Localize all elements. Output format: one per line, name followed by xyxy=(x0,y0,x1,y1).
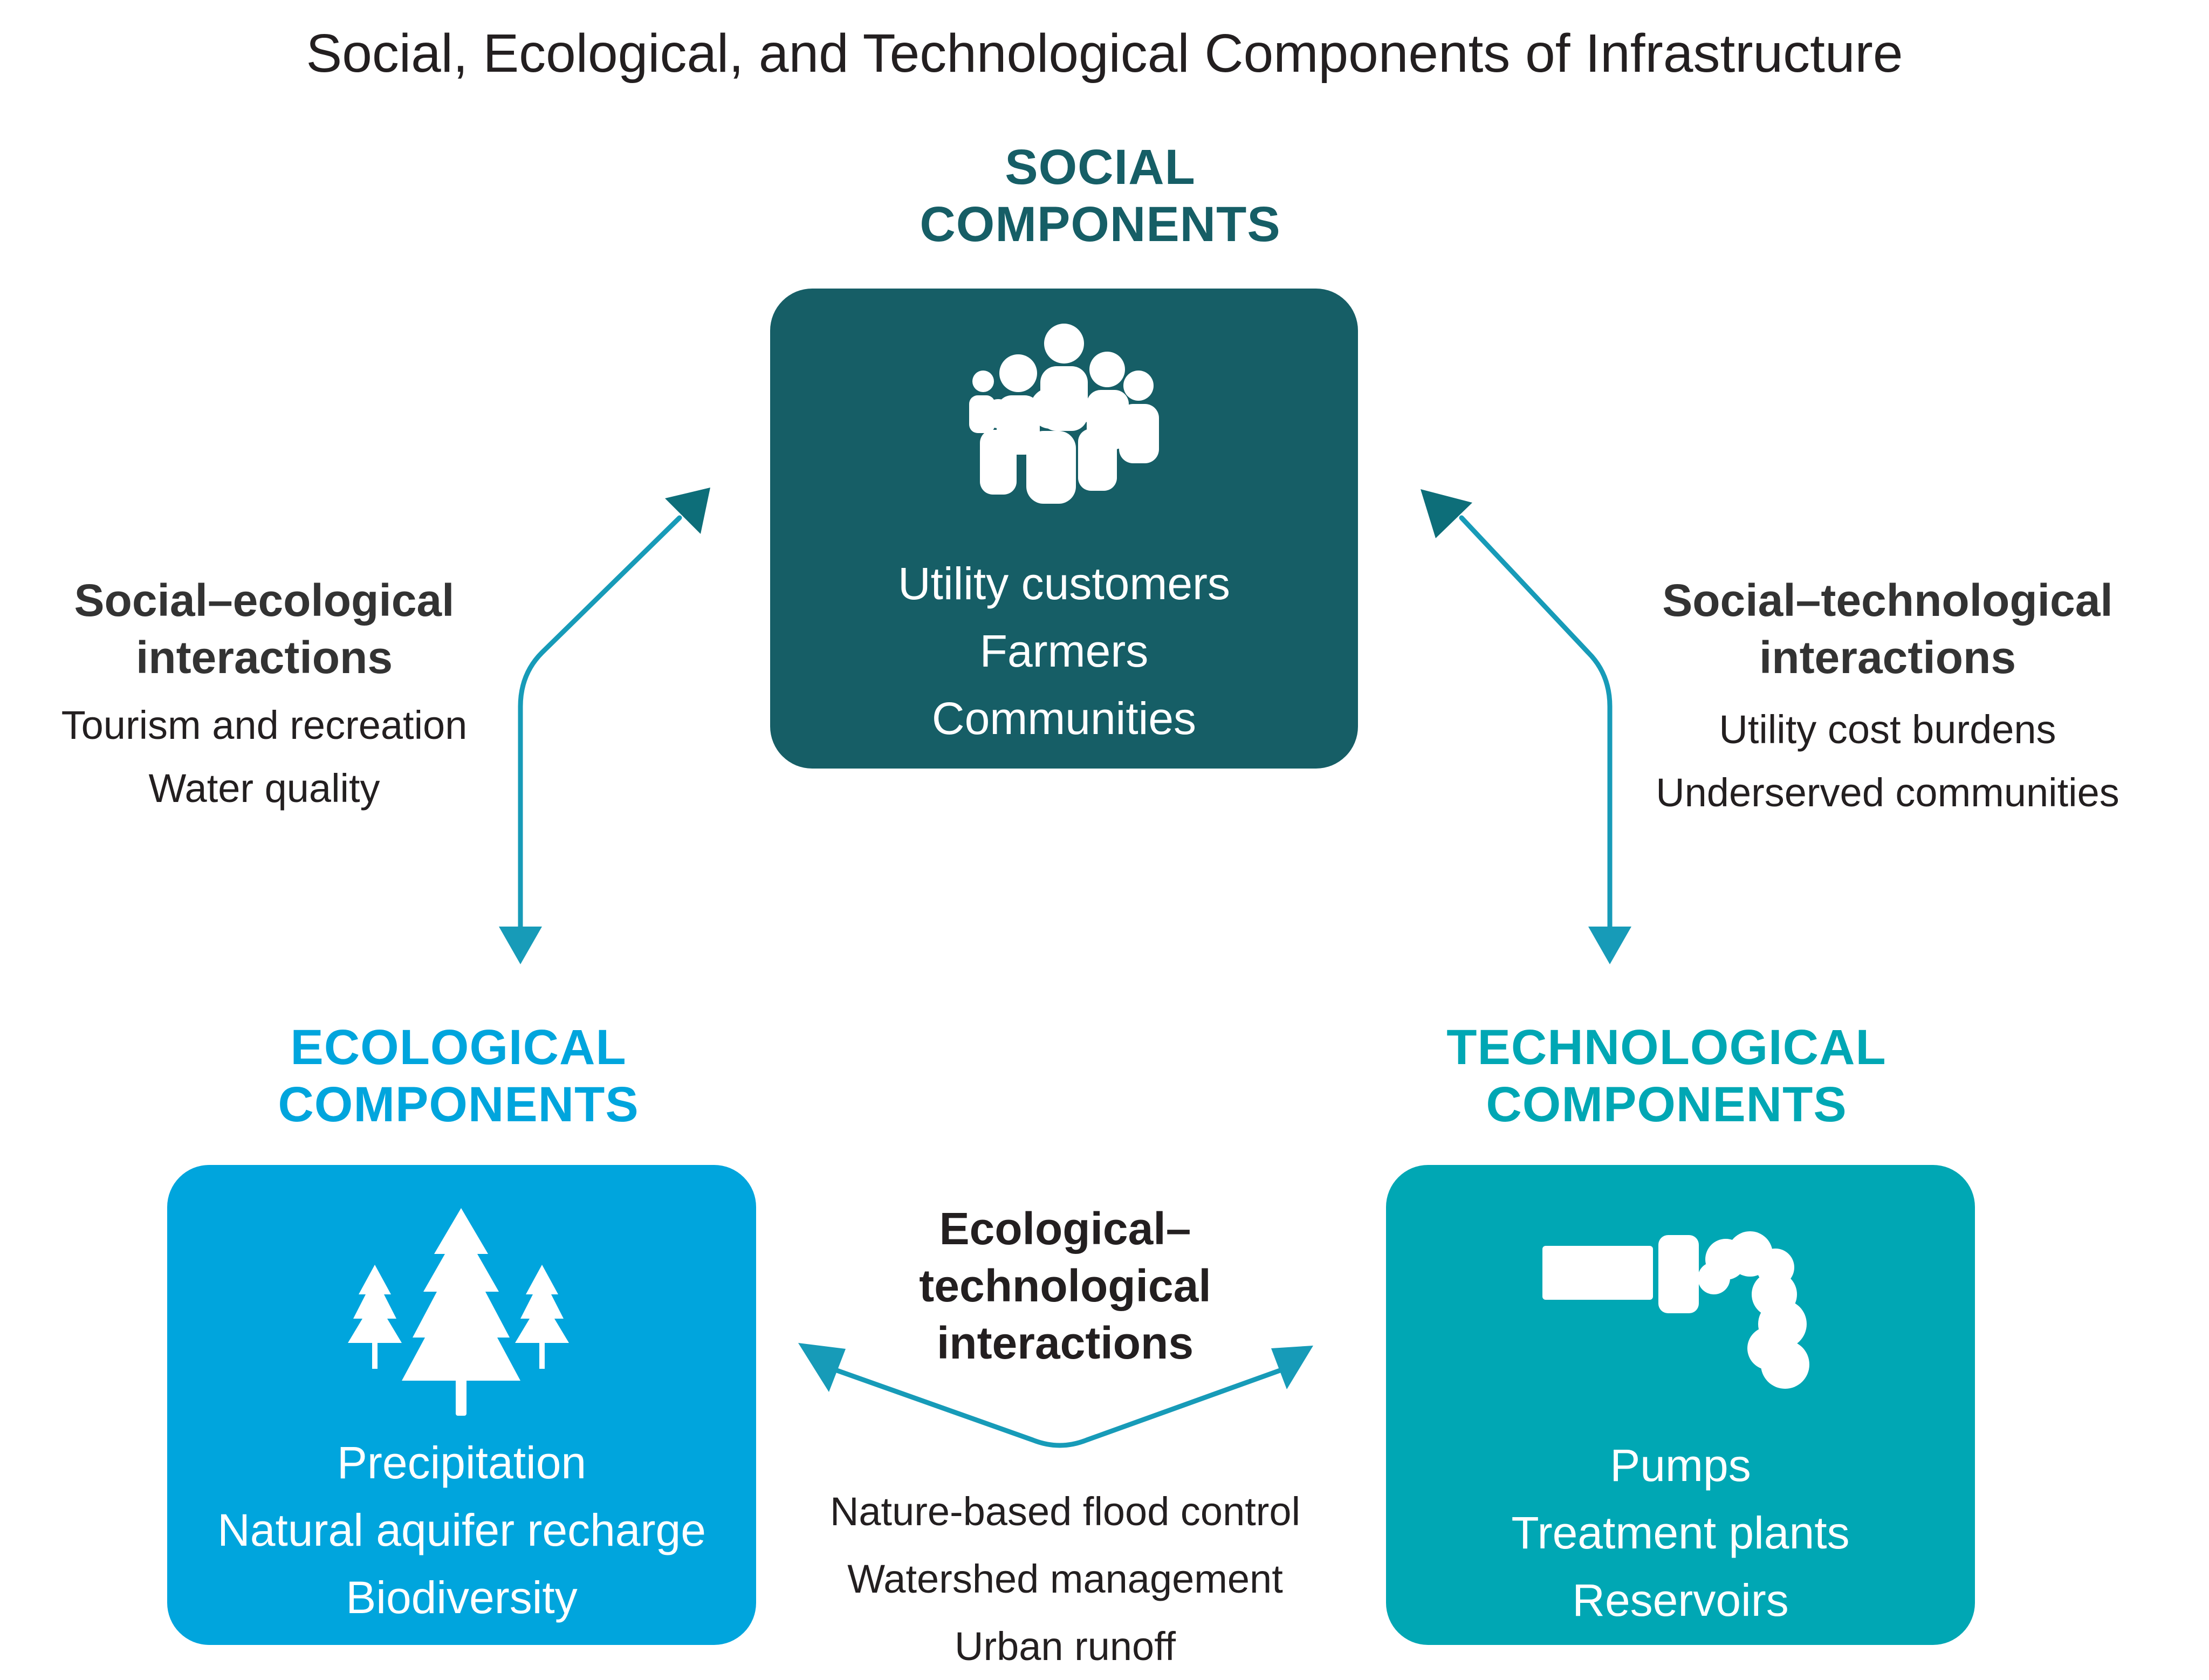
technological-item-treatment-plants: Treatment plants xyxy=(1511,1507,1850,1558)
social-technological-title-line-1: Social–technological xyxy=(1662,575,2113,626)
social-ecological-title-line-2: interactions xyxy=(135,632,393,683)
ecological-components-box: Precipitation Natural aquifer recharge B… xyxy=(167,1165,756,1645)
social-item-utility-customers: Utility customers xyxy=(897,558,1231,609)
social-technological-item-cost-burdens: Utility cost burdens xyxy=(1719,707,2056,752)
social-heading-line-1: SOCIAL xyxy=(1005,140,1196,195)
ecological-technological-title-line-2: technological xyxy=(919,1260,1211,1311)
technological-heading-line-2: COMPONENTS xyxy=(1486,1076,1847,1132)
ecological-technological-interactions: Ecological– technological interactions xyxy=(793,1200,1337,1372)
social-heading-line-2: COMPONENTS xyxy=(920,196,1281,252)
ecological-heading-line-1: ECOLOGICAL xyxy=(290,1020,627,1075)
technological-heading: TECHNOLOGICAL COMPONENTS xyxy=(1386,1019,1947,1134)
ecological-item-natural-aquifer-recharge: Natural aquifer recharge xyxy=(217,1505,706,1555)
ecological-item-precipitation: Precipitation xyxy=(337,1437,587,1488)
social-technological-arrow-line xyxy=(1459,515,1613,933)
social-technological-items: Utility cost burdens Underserved communi… xyxy=(1634,698,2141,824)
social-ecological-items: Tourism and recreation Water quality xyxy=(22,694,507,820)
social-ecological-item-tourism: Tourism and recreation xyxy=(61,703,468,748)
social-ecological-title-line-1: Social–ecological xyxy=(74,575,455,626)
arrowhead-ecological-from-technological xyxy=(798,1343,846,1392)
people-group-icon xyxy=(969,324,1159,504)
ecological-technological-arrow-line xyxy=(825,1364,1292,1448)
ecological-technological-item-urban-runoff: Urban runoff xyxy=(955,1624,1176,1669)
arrowhead-technological xyxy=(1588,927,1631,964)
social-technological-title-line-2: interactions xyxy=(1759,632,2016,683)
social-item-communities: Communities xyxy=(931,693,1197,744)
ecological-technological-item-flood-control: Nature-based flood control xyxy=(829,1489,1301,1534)
social-components-box: Utility customers Farmers Communities xyxy=(770,289,1358,769)
social-ecological-interactions: Social–ecological interactions Tourism a… xyxy=(22,572,507,820)
technological-item-pumps: Pumps xyxy=(1610,1440,1751,1491)
diagram-title: Social, Ecological, and Technological Co… xyxy=(306,23,1903,84)
arrowhead-social-from-ecological xyxy=(665,488,710,534)
trees-icon xyxy=(348,1208,569,1416)
ecological-items-list: Precipitation Natural aquifer recharge B… xyxy=(167,1429,756,1631)
ecological-technological-item-watershed: Watershed management xyxy=(847,1556,1283,1601)
ecological-heading-line-2: COMPONENTS xyxy=(278,1076,639,1132)
arrowhead-ecological xyxy=(499,927,542,964)
technological-heading-line-1: TECHNOLOGICAL xyxy=(1446,1020,1886,1075)
arrowhead-technological-from-ecological xyxy=(1271,1346,1313,1389)
ecological-technological-title-line-3: interactions xyxy=(936,1318,1194,1368)
water-pipe-icon xyxy=(1542,1231,1809,1389)
social-ecological-arrow-line xyxy=(518,515,682,933)
ecological-technological-title-line-1: Ecological– xyxy=(939,1203,1191,1254)
social-technological-title: Social–technological interactions xyxy=(1634,572,2141,686)
social-technological-interactions: Social–technological interactions Utilit… xyxy=(1634,572,2141,824)
technological-items-list: Pumps Treatment plants Reservoirs xyxy=(1386,1432,1975,1634)
social-ecological-title: Social–ecological interactions xyxy=(22,572,507,686)
ecological-heading: ECOLOGICAL COMPONENTS xyxy=(178,1019,739,1134)
arrowhead-social-from-technological xyxy=(1421,489,1472,538)
social-item-farmers: Farmers xyxy=(979,626,1149,676)
technological-components-box: Pumps Treatment plants Reservoirs xyxy=(1386,1165,1975,1645)
ecological-item-biodiversity: Biodiversity xyxy=(346,1572,578,1623)
social-technological-item-underserved: Underserved communities xyxy=(1656,770,2119,815)
technological-item-reservoirs: Reservoirs xyxy=(1572,1575,1789,1626)
social-heading: SOCIAL COMPONENTS xyxy=(820,139,1381,253)
ecological-technological-title: Ecological– technological interactions xyxy=(793,1200,1337,1372)
social-items-list: Utility customers Farmers Communities xyxy=(770,550,1358,752)
ecological-technological-items: Nature-based flood control Watershed man… xyxy=(793,1478,1337,1680)
social-ecological-item-water-quality: Water quality xyxy=(148,766,380,811)
